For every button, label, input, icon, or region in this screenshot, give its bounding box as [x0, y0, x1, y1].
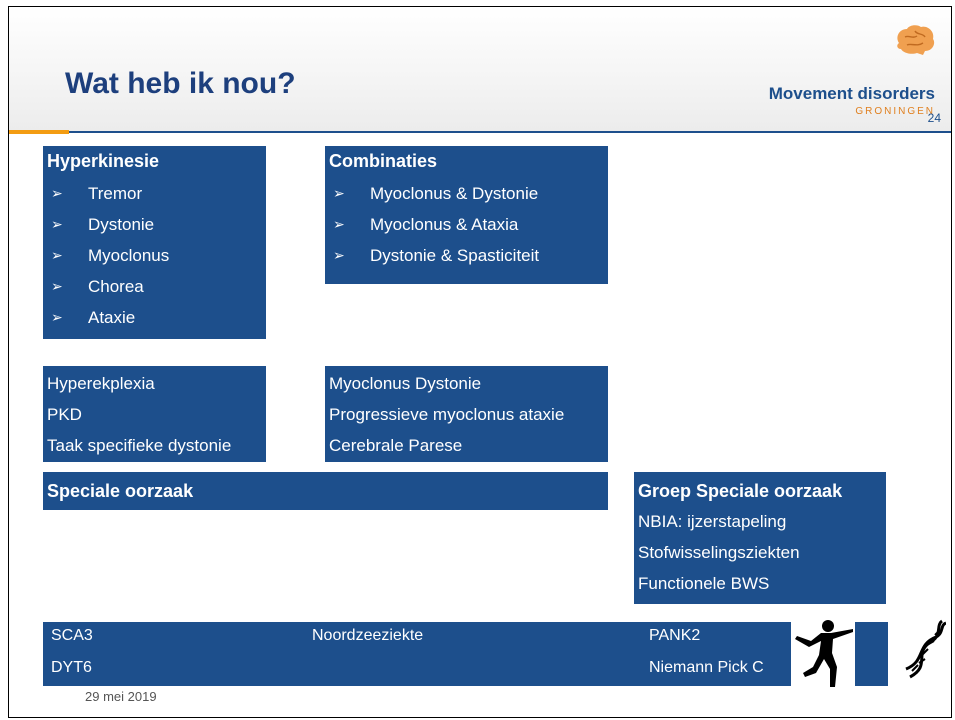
speciale-oorzaak-heading: Speciale oorzaak — [47, 481, 194, 501]
groep-speciale-oorzaak-heading: Groep Speciale oorzaak — [638, 481, 843, 501]
list-item: ➢Ataxie — [43, 302, 266, 333]
arrowhead-bullet-icon: ➢ — [51, 309, 63, 325]
arrowhead-bullet-icon: ➢ — [51, 216, 63, 232]
arrowhead-bullet-icon: ➢ — [51, 278, 63, 294]
example-item: PKD — [47, 405, 82, 424]
logo-subtitle: GRONINGEN — [855, 106, 935, 117]
header-accent — [9, 130, 69, 134]
list-item: ➢Dystonie — [43, 209, 266, 240]
bottom-item: PANK2 — [649, 627, 701, 644]
example-item: Hyperekplexia — [47, 374, 155, 393]
example-item: Progressieve myoclonus ataxie — [329, 405, 565, 424]
slide-number: 24 — [927, 111, 941, 125]
examples-left-box: Hyperekplexia PKD Taak specifieke dyston… — [43, 366, 266, 462]
bottom-item: Niemann Pick C — [649, 659, 764, 676]
bottom-item: DYT6 — [51, 659, 92, 676]
combinaties-heading: Combinaties — [329, 151, 438, 171]
groep-item: Stofwisselingsziekten — [638, 543, 800, 562]
header-band — [9, 7, 951, 131]
list-item: ➢Myoclonus & Ataxia — [325, 209, 608, 240]
example-item: Myoclonus Dystonie — [329, 374, 482, 393]
bottom-bar — [43, 622, 888, 686]
logo-text: Movement disorders — [768, 84, 935, 103]
example-item: Cerebrale Parese — [329, 436, 463, 455]
list-item: ➢Myoclonus — [43, 240, 266, 271]
list-item: ➢Tremor — [43, 178, 266, 209]
arrowhead-bullet-icon: ➢ — [333, 247, 345, 263]
arrowhead-bullet-icon: ➢ — [333, 216, 345, 232]
hyperkinesie-list: ➢Tremor ➢Dystonie ➢Myoclonus ➢Chorea ➢At… — [43, 178, 266, 333]
bottom-item: SCA3 — [51, 627, 93, 644]
arrowhead-bullet-icon: ➢ — [51, 185, 63, 201]
dancer-silhouette-icon — [795, 620, 853, 687]
list-item: ➢Dystonie & Spasticiteit — [325, 240, 608, 271]
groep-item: Functionele BWS — [638, 574, 770, 593]
combinaties-list: ➢Myoclonus & Dystonie ➢Myoclonus & Ataxi… — [325, 178, 608, 271]
hyperkinesie-heading: Hyperkinesie — [47, 151, 160, 171]
examples-mid-box: Myoclonus Dystonie Progressieve myoclonu… — [325, 366, 608, 462]
list-item: ➢Myoclonus & Dystonie — [325, 178, 608, 209]
hyperkinesie-box: Hyperkinesie ➢Tremor ➢Dystonie ➢Myoclonu… — [43, 146, 266, 339]
header-divider — [9, 131, 951, 133]
list-item: ➢Chorea — [43, 271, 266, 302]
speciale-oorzaak-box: Speciale oorzaak — [43, 472, 608, 510]
arrowhead-bullet-icon: ➢ — [51, 247, 63, 263]
example-item: Taak specifieke dystonie — [47, 436, 232, 455]
groep-speciale-oorzaak-box: Groep Speciale oorzaak NBIA: ijzerstapel… — [634, 472, 886, 604]
arrowhead-bullet-icon: ➢ — [333, 185, 345, 201]
dna-helix-icon — [905, 619, 946, 679]
brain-logo-icon — [897, 25, 935, 55]
bottom-item: Noordzeeziekte — [312, 627, 424, 644]
combinaties-box: Combinaties ➢Myoclonus & Dystonie ➢Myocl… — [325, 146, 608, 284]
groep-item: NBIA: ijzerstapeling — [638, 512, 787, 531]
slide: Wat heb ik nou? Movement disorders GRONI… — [8, 6, 952, 718]
footer-date: 29 mei 2019 — [85, 689, 157, 704]
page-title: Wat heb ik nou? — [65, 67, 296, 100]
